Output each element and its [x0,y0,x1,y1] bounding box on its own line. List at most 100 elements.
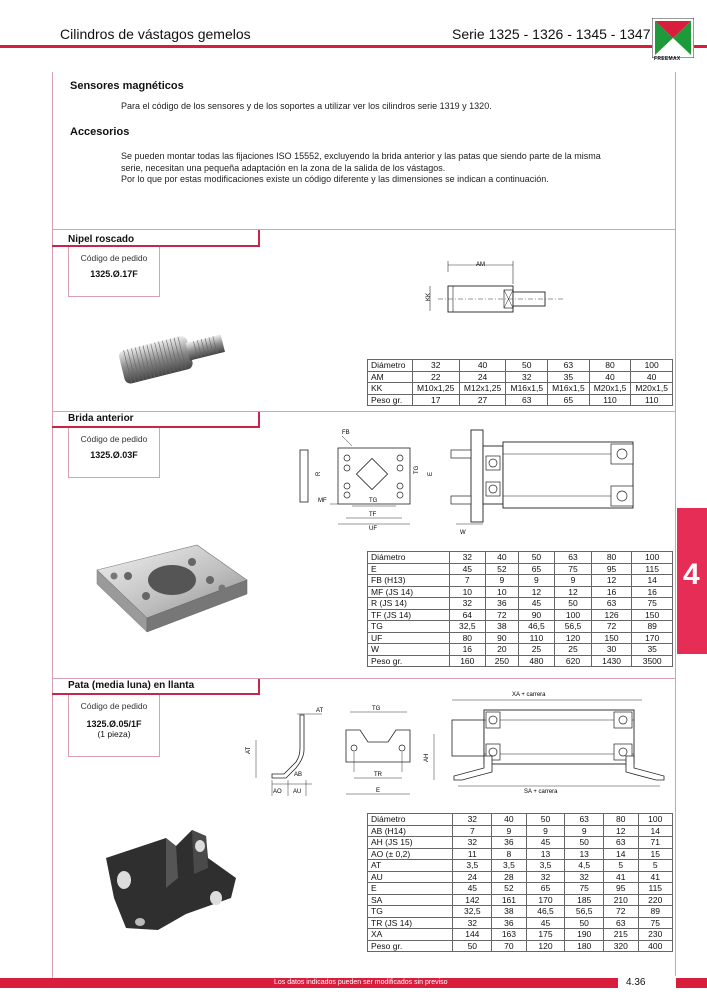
table-cell: 150 [631,608,673,621]
table-cell: 3,5 [452,859,493,872]
row-label: TF (JS 14) [367,608,450,621]
table-cell: 120 [554,631,592,644]
dim-ah: AH [424,754,430,762]
chapter-number: 4 [683,558,700,591]
dim-ab: AB [294,772,302,778]
accesorios-line-3: Por lo que por estas modificaciones exis… [121,174,549,184]
table-cell: 24 [452,870,493,883]
table-cell: 185 [564,893,605,906]
table-cell: 215 [603,928,639,941]
dim-tf: TF [369,512,377,518]
table-cell: 36 [491,836,527,849]
table-cell: 8 [491,847,527,860]
page-number: 4.36 [626,977,646,988]
table-cell: 95 [603,882,639,895]
table-cell: 24 [458,370,507,383]
table-cell: 38 [485,620,519,633]
table-cell: 80 [590,551,633,564]
header-rule [0,45,707,48]
dim-xa: XA + carrera [512,692,546,698]
table-cell: 46,5 [517,620,556,633]
row-label: TR (JS 14) [366,916,454,929]
table-cell: 115 [631,562,673,575]
table-cell: 35 [547,370,590,383]
table-cell: 32 [452,916,493,929]
table-cell: 45 [448,562,487,575]
table-cell: M20x1,5 [588,382,632,395]
section-rule [52,693,260,695]
table-cell: M20x1,5 [630,382,673,395]
sensores-title: Sensores magnéticos [70,80,184,92]
table-cell: 3500 [631,654,673,667]
table-cell: 63 [603,916,639,929]
dim-ao: AO [273,789,282,795]
table-cell: 32 [564,870,605,883]
table-cell: 13 [564,847,605,860]
table-cell: 38 [491,905,527,918]
table-cell: 25 [554,643,592,656]
page-number-box [618,976,676,990]
table-cell: M16x1,5 [547,382,590,395]
table-cell: 100 [631,551,673,564]
table-cell: 120 [525,939,566,952]
table-cell: 620 [554,654,592,667]
table-cell: 3,5 [525,859,566,872]
table-cell: 180 [564,939,605,952]
order-code: 1325.Ø.05/1F [86,719,142,729]
table-cell: 32,5 [452,905,493,918]
intro-divider [52,229,676,230]
table-cell: 41 [603,870,639,883]
table-cell: 80 [448,631,487,644]
table-cell: 30 [590,643,633,656]
table-cell: 45 [525,836,566,849]
table-cell: 89 [631,620,673,633]
table-cell: 11 [452,847,493,860]
table-cell: 250 [485,654,519,667]
table-cell: 150 [590,631,633,644]
table-cell: 56,5 [564,905,605,918]
table-cell: M10x1,25 [411,382,460,395]
table-cell: 50 [525,813,566,826]
table-cell: 144 [452,928,493,941]
table-cell: 170 [525,893,566,906]
footer-note: Los datos indicados pueden ser modificad… [274,979,448,986]
order-code: 1325.Ø.17F [90,269,138,279]
accesorios-line-2: serie, necesitan una pequeña adaptación … [121,162,446,173]
brida-cylinder-drawing: W [450,429,634,536]
section-rule-v [258,679,260,694]
table-cell: 63 [505,393,549,406]
order-code-box: Código de pedido 1325.Ø.05/1F (1 pieza) [68,695,160,757]
table-cell: 52 [491,882,527,895]
table-cell: 45 [525,916,566,929]
table-cell: 320 [603,939,639,952]
content-frame [52,72,676,980]
table-cell: 32 [448,597,487,610]
table-cell: 32 [525,870,566,883]
table-cell: 10 [485,585,519,598]
logo-text: FREEMAX [654,56,681,62]
dim-sa: SA + carrera [524,789,558,795]
dim-w: W [460,530,466,536]
table-cell: 63 [547,359,590,372]
row-label: XA [366,928,454,941]
table-cell: 35 [631,643,673,656]
row-label: Peso gr. [367,393,413,406]
table-cell: 32 [448,551,487,564]
section-title-nipel: Nipel roscado [68,234,135,245]
dim-tr: TR [374,772,383,778]
dim-fb: FB [342,430,350,436]
table-cell: 63 [603,836,639,849]
